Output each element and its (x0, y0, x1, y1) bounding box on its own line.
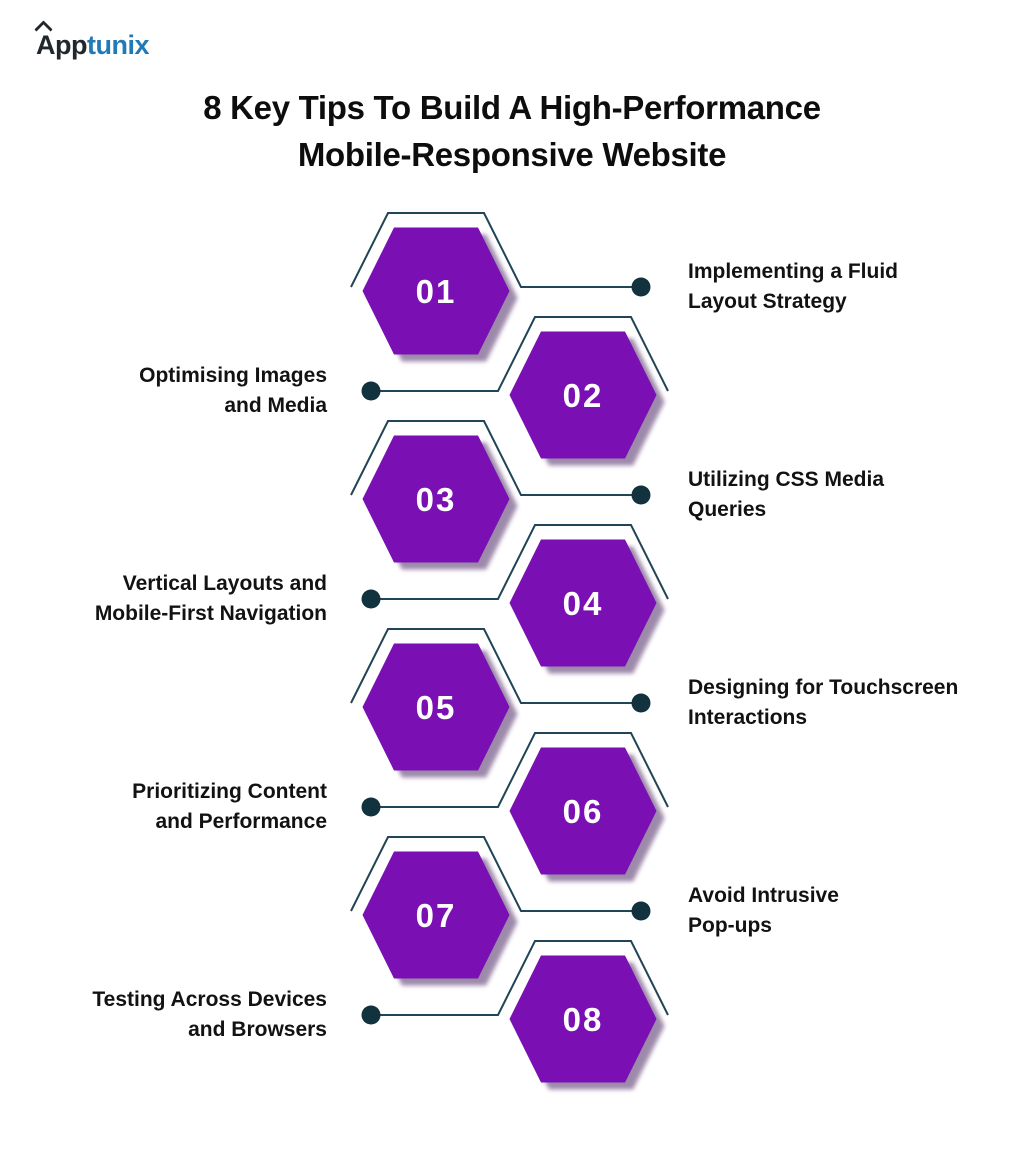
hexagon-number-06: 06 (563, 793, 604, 830)
item-label-01-line2: Layout Strategy (688, 290, 847, 313)
hexagon-outline-04 (371, 524, 669, 600)
connector-dot-06 (361, 797, 381, 817)
brand-text-dark: App (36, 30, 87, 60)
connector-dot-08 (361, 1005, 381, 1025)
logo-mark: App (34, 20, 87, 60)
brand-text-blue: tunix (86, 30, 150, 60)
item-label-02-line2: and Media (224, 394, 327, 417)
hexagon-number-01: 01 (416, 273, 457, 310)
hexagon-07 (362, 851, 510, 979)
hexagon-outline-08 (371, 940, 669, 1016)
hexagon-01 (362, 227, 510, 355)
page-title-line2: Mobile-Responsive Website (297, 136, 727, 173)
hexagon-number-02: 02 (563, 377, 604, 414)
hexagon-outline-06 (371, 732, 669, 808)
hexagon-outline-05 (350, 628, 641, 704)
connector-dot-04 (361, 589, 381, 609)
item-label-08: Testing Across Devices and Browsers (47, 985, 327, 1045)
item-label-02: Optimising Images and Media (47, 361, 327, 421)
item-label-05-line1: Designing for Touchscreen (688, 676, 959, 699)
item-label-06-line2: and Performance (155, 810, 327, 833)
item-label-02-line1: Optimising Images (139, 364, 327, 387)
hexagon-number-08: 08 (563, 1001, 604, 1038)
item-label-06: Prioritizing Content and Performance (47, 777, 327, 837)
hexagon-outline-01 (350, 212, 641, 288)
hexagon-04 (509, 539, 657, 667)
hexagon-number-03: 03 (416, 481, 457, 518)
hexagon-08 (509, 955, 657, 1083)
item-label-07-line2: Pop-ups (688, 914, 772, 937)
item-label-08-line2: and Browsers (188, 1018, 327, 1041)
hexagon-03 (362, 435, 510, 563)
connector-dot-02 (361, 381, 381, 401)
connector-dot-01 (631, 277, 651, 297)
item-label-07-line1: Avoid Intrusive (688, 884, 839, 907)
hexagon-02 (509, 331, 657, 459)
hexagon-outline-07 (350, 836, 641, 912)
hexagon-05 (362, 643, 510, 771)
connector-dot-03 (631, 485, 651, 505)
item-label-03-line2: Queries (688, 498, 767, 521)
item-label-06-line1: Prioritizing Content (132, 780, 327, 803)
item-label-05-line2: Interactions (688, 706, 808, 729)
hexagon-number-04: 04 (563, 585, 604, 622)
item-label-08-line1: Testing Across Devices (92, 988, 327, 1011)
hexagon-number-07: 07 (416, 897, 457, 934)
page-title-line1: 8 Key Tips To Build A High-Performance (203, 89, 821, 126)
item-label-01-line1: Implementing a Fluid (688, 260, 899, 283)
item-label-03-line1: Utilizing CSS Media (688, 468, 885, 491)
apptunix-logo: Apptunix (34, 20, 150, 60)
hexagon-number-05: 05 (416, 689, 457, 726)
item-label-04-line1: Vertical Layouts and (122, 572, 327, 595)
page-title: 8 Key Tips To Build A High-Performance M… (0, 84, 1024, 178)
hexagon-06 (509, 747, 657, 875)
connector-dot-05 (631, 693, 651, 713)
hexagon-outline-02 (371, 316, 669, 392)
connector-dot-07 (631, 901, 651, 921)
item-label-04-line2: Mobile-First Navigation (94, 602, 327, 625)
hexagon-outline-03 (350, 420, 641, 496)
